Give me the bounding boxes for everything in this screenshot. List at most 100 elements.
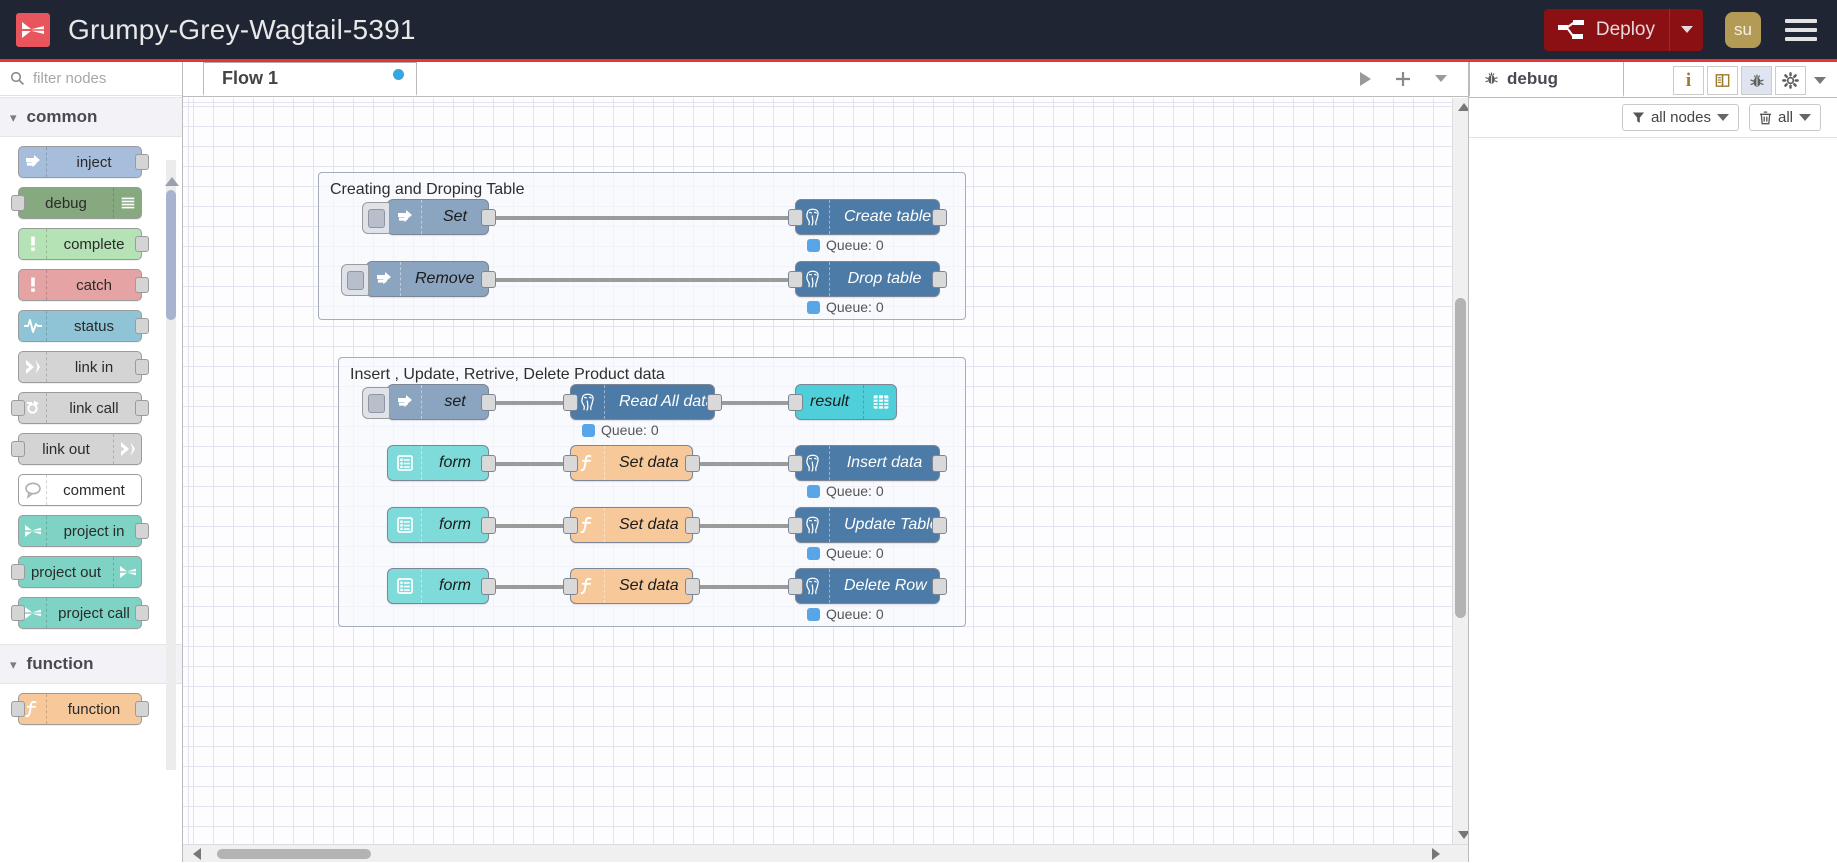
flow-node-port-out[interactable] (481, 578, 496, 595)
flow-node-port-out[interactable] (685, 578, 700, 595)
palette-category-common[interactable]: ▾common (0, 97, 182, 137)
flow-node-form[interactable]: form (387, 445, 496, 481)
canvas-scroll-up-button[interactable] (1454, 98, 1474, 116)
palette-node-link-call[interactable]: link call (11, 392, 149, 424)
hamburger-menu-icon[interactable] (1785, 15, 1817, 45)
flow-node-port-out[interactable] (932, 578, 947, 595)
clear-debug-dropdown[interactable]: all (1748, 104, 1821, 131)
palette-node-status[interactable]: status (18, 310, 149, 342)
flow-node-port-out[interactable] (481, 455, 496, 472)
canvas-vertical-scrollbar[interactable] (1452, 98, 1470, 862)
debug-message-list[interactable] (1469, 138, 1837, 798)
flow-node-port-in[interactable] (788, 394, 803, 411)
flow-node-port-out[interactable] (685, 455, 700, 472)
flow-node-read-all-data[interactable]: Read All data (563, 384, 722, 420)
flow-node-port-in[interactable] (788, 271, 803, 288)
node-filter-dropdown[interactable]: all nodes (1621, 104, 1739, 131)
avatar[interactable]: su (1725, 11, 1761, 48)
flow-node-port-out[interactable] (481, 394, 496, 411)
flow-node-remove[interactable]: Remove (341, 261, 496, 297)
flow-node-port-in[interactable] (788, 209, 803, 226)
inject-trigger-button[interactable] (341, 264, 369, 296)
palette-scrollbar-thumb[interactable] (166, 190, 176, 320)
flow-wire[interactable] (489, 524, 570, 528)
canvas-scroll-left-button[interactable] (187, 845, 207, 863)
flow-wire[interactable] (693, 585, 795, 589)
flow-node-port-out[interactable] (932, 455, 947, 472)
palette-node-inject[interactable]: inject (18, 146, 149, 178)
palette-node-debug[interactable]: debug (11, 187, 142, 219)
canvas-scroll-down-button[interactable] (1454, 826, 1474, 844)
flow-node-delete-row[interactable]: Delete Row (788, 568, 947, 604)
flow-node-port-in[interactable] (788, 578, 803, 595)
flow-node-port-out[interactable] (932, 271, 947, 288)
deploy-button[interactable]: Deploy (1543, 8, 1703, 51)
flow-node-port-in[interactable] (563, 455, 578, 472)
info-tab-button[interactable]: i (1673, 66, 1704, 95)
palette-category-function[interactable]: ▾function (0, 644, 182, 684)
flow-node-drop-table[interactable]: Drop table (788, 261, 947, 297)
sidebar-more-button[interactable] (1809, 66, 1831, 95)
run-flow-button[interactable] (1348, 62, 1382, 96)
inject-trigger-button[interactable] (362, 202, 390, 234)
palette-node-project-out[interactable]: project out (11, 556, 142, 588)
config-tab-button[interactable] (1775, 66, 1806, 95)
palette-scroll-up-button[interactable] (165, 174, 179, 188)
flow-node-port-out[interactable] (481, 517, 496, 534)
flow-node-port-out[interactable] (685, 517, 700, 534)
flow-node-port-in[interactable] (788, 455, 803, 472)
flow-node-set[interactable]: set (362, 384, 496, 420)
flow-node-port-out[interactable] (481, 209, 496, 226)
palette-node-project-in[interactable]: project in (18, 515, 149, 547)
flow-node-set-data[interactable]: Set data (563, 507, 700, 543)
flow-wire[interactable] (693, 462, 795, 466)
canvas-vertical-scrollbar-thumb[interactable] (1455, 298, 1466, 618)
flow-wire[interactable] (489, 401, 570, 405)
flow-node-port-in[interactable] (563, 517, 578, 534)
palette-node-comment[interactable]: comment (18, 474, 142, 506)
palette-node-catch[interactable]: catch (18, 269, 149, 301)
canvas-horizontal-scrollbar-thumb[interactable] (217, 849, 371, 859)
flow-node-port-in[interactable] (788, 517, 803, 534)
flow-wire[interactable] (715, 401, 795, 405)
flow-node-port-in[interactable] (563, 578, 578, 595)
flow-wire[interactable] (489, 278, 795, 282)
debug-tab-button[interactable] (1741, 66, 1772, 95)
canvas-scroll-right-button[interactable] (1426, 845, 1446, 863)
flow-node-port-out[interactable] (932, 517, 947, 534)
flow-node-port-in[interactable] (563, 394, 578, 411)
palette-node-link-in[interactable]: link in (18, 351, 149, 383)
flow-node-update-table[interactable]: Update Table (788, 507, 947, 543)
flow-menu-button[interactable] (1424, 62, 1458, 96)
flow-node-port-out[interactable] (932, 209, 947, 226)
flow-node-result[interactable]: result (788, 384, 897, 420)
search-input[interactable] (31, 69, 172, 88)
tab-debug[interactable]: debug (1469, 61, 1624, 97)
flow-node-form[interactable]: form (387, 568, 496, 604)
palette-node-project-call[interactable]: project call (11, 597, 149, 629)
flow-wire[interactable] (693, 524, 795, 528)
help-tab-button[interactable] (1707, 66, 1738, 95)
palette-search-bar[interactable] (0, 62, 182, 96)
flow-node-insert-data[interactable]: Insert data (788, 445, 947, 481)
flow-node-set[interactable]: Set (362, 199, 496, 235)
flow-node-set-data[interactable]: Set data (563, 445, 700, 481)
flow-node-form[interactable]: form (387, 507, 496, 543)
canvas-horizontal-scrollbar[interactable] (183, 844, 1468, 862)
inject-trigger-button[interactable] (362, 387, 390, 419)
add-flow-button[interactable] (1386, 62, 1420, 96)
flow-node-create-table[interactable]: Create table (788, 199, 947, 235)
flow-node-port-out[interactable] (707, 394, 722, 411)
tab-flow-1[interactable]: Flow 1 (203, 61, 417, 96)
flow-node-set-data[interactable]: Set data (563, 568, 700, 604)
flow-node-port-out[interactable] (481, 271, 496, 288)
deploy-dropdown-button[interactable] (1669, 8, 1703, 51)
flow-wire[interactable] (489, 585, 570, 589)
palette-node-function[interactable]: function (11, 693, 149, 725)
flow-wire[interactable] (489, 462, 570, 466)
palette-node-link-out[interactable]: link out (11, 433, 142, 465)
flow-wire[interactable] (489, 216, 795, 220)
palette-scrollbar[interactable] (166, 160, 176, 770)
palette-node-complete[interactable]: complete (18, 228, 149, 260)
